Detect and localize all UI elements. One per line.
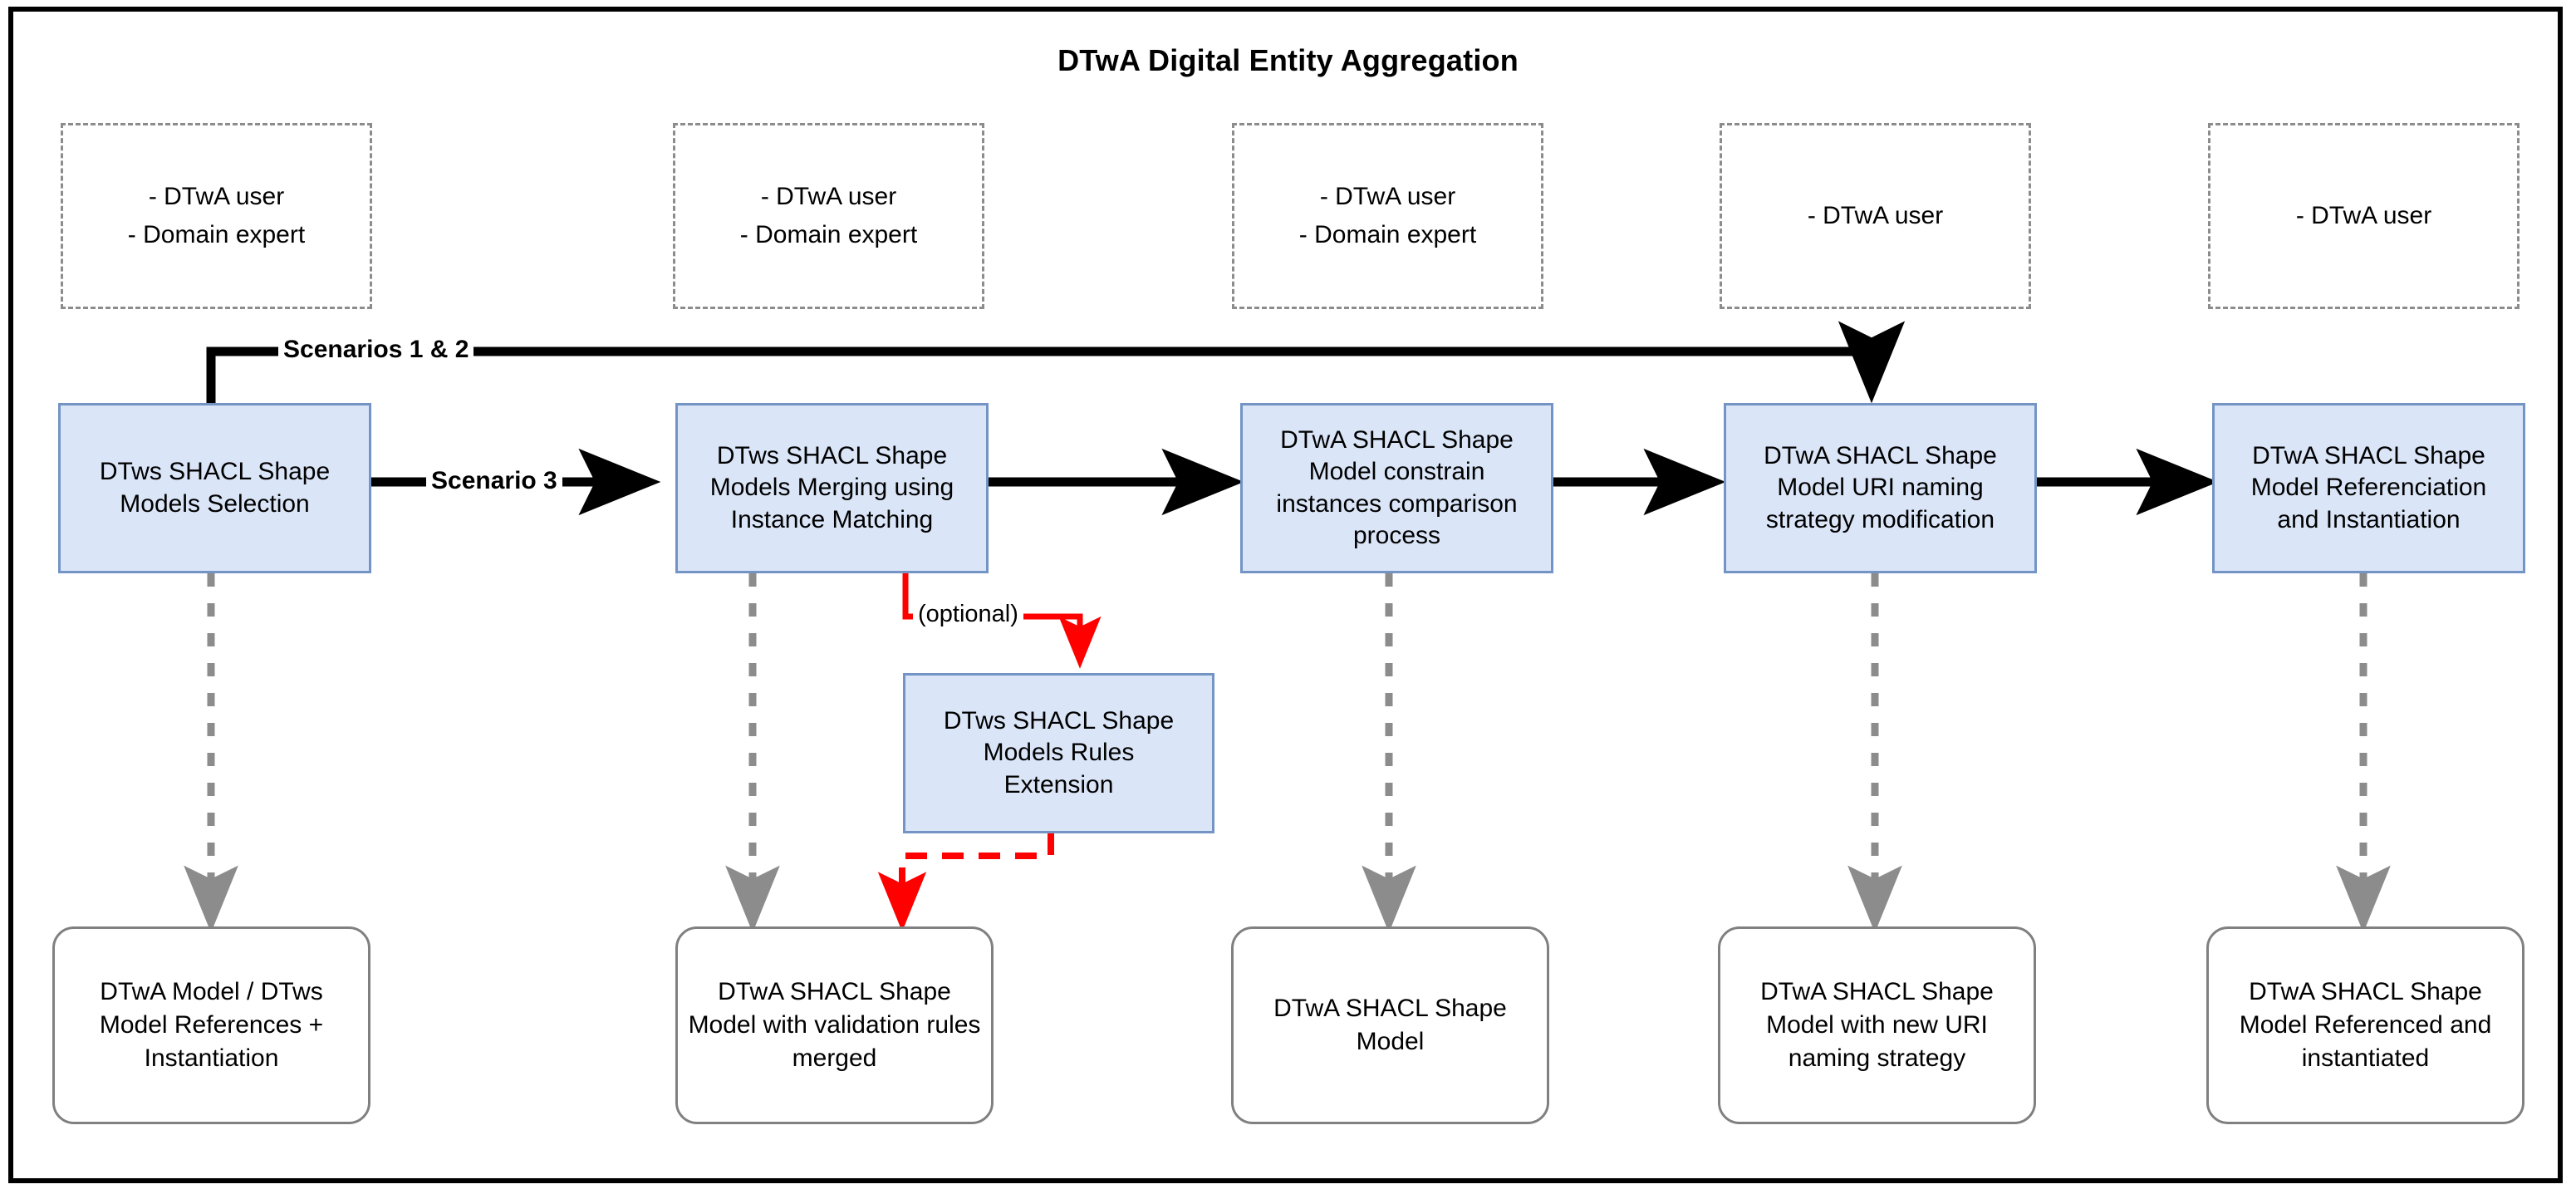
- role-line: - Domain expert: [739, 221, 918, 248]
- process-box-3-label: DTwA SHACL Shape Model constrain instanc…: [1276, 425, 1518, 549]
- process-box-4-label: DTwA SHACL Shape Model URI naming strate…: [1764, 441, 1997, 533]
- artifact-box-1-label: DTwA Model / DTws Model References + Ins…: [99, 977, 324, 1073]
- artifact-box-3[interactable]: DTwA SHACL Shape Model: [1231, 926, 1549, 1124]
- role-line: - Domain expert: [127, 221, 306, 248]
- artifact-box-4-label: DTwA SHACL Shape Model with new URI nami…: [1760, 977, 1994, 1073]
- artifact-box-5[interactable]: DTwA SHACL Shape Model Referenced and in…: [2206, 926, 2524, 1124]
- process-box-optional-label: DTws SHACL Shape Models Rules Extension: [943, 706, 1175, 799]
- artifact-box-1[interactable]: DTwA Model / DTws Model References + Ins…: [52, 926, 370, 1124]
- artifact-box-5-label: DTwA SHACL Shape Model Referenced and in…: [2239, 977, 2492, 1073]
- page-title: DTwA Digital Entity Aggregation: [1057, 43, 1519, 77]
- role-line: - DTwA user: [1807, 201, 1944, 229]
- role-line: - Domain expert: [1298, 221, 1477, 248]
- process-box-optional[interactable]: DTws SHACL Shape Models Rules Extension: [903, 673, 1214, 833]
- role-line: - DTwA user: [2295, 201, 2432, 229]
- role-box-4[interactable]: - DTwA user: [1720, 123, 2031, 309]
- process-box-2-label: DTws SHACL Shape Models Merging using In…: [709, 441, 954, 533]
- process-box-1-label: DTws SHACL Shape Models Selection: [99, 458, 331, 518]
- artifact-box-4[interactable]: DTwA SHACL Shape Model with new URI nami…: [1718, 926, 2036, 1124]
- edge-label-scenarios-1-2: Scenarios 1 & 2: [278, 336, 474, 364]
- role-line: - DTwA user: [1319, 182, 1456, 210]
- role-line: - DTwA user: [148, 182, 285, 210]
- process-box-5[interactable]: DTwA SHACL Shape Model Referenciation an…: [2212, 403, 2525, 573]
- role-box-1[interactable]: - DTwA user - Domain expert: [61, 123, 372, 309]
- artifact-box-2[interactable]: DTwA SHACL Shape Model with validation r…: [675, 926, 994, 1124]
- artifact-box-2-label: DTwA SHACL Shape Model with validation r…: [688, 977, 981, 1073]
- artifact-box-3-label: DTwA SHACL Shape Model: [1273, 994, 1507, 1055]
- role-box-5[interactable]: - DTwA user: [2208, 123, 2520, 309]
- edge-label-scenario-3: Scenario 3: [426, 467, 562, 495]
- role-box-2[interactable]: - DTwA user - Domain expert: [673, 123, 984, 309]
- edge-label-optional: (optional): [913, 601, 1023, 628]
- process-box-4[interactable]: DTwA SHACL Shape Model URI naming strate…: [1724, 403, 2037, 573]
- role-box-3[interactable]: - DTwA user - Domain expert: [1232, 123, 1543, 309]
- process-box-5-label: DTwA SHACL Shape Model Referenciation an…: [2250, 441, 2487, 533]
- role-line: - DTwA user: [760, 182, 897, 210]
- process-box-1[interactable]: DTws SHACL Shape Models Selection: [58, 403, 371, 573]
- process-box-3[interactable]: DTwA SHACL Shape Model constrain instanc…: [1240, 403, 1553, 573]
- process-box-2[interactable]: DTws SHACL Shape Models Merging using In…: [675, 403, 989, 573]
